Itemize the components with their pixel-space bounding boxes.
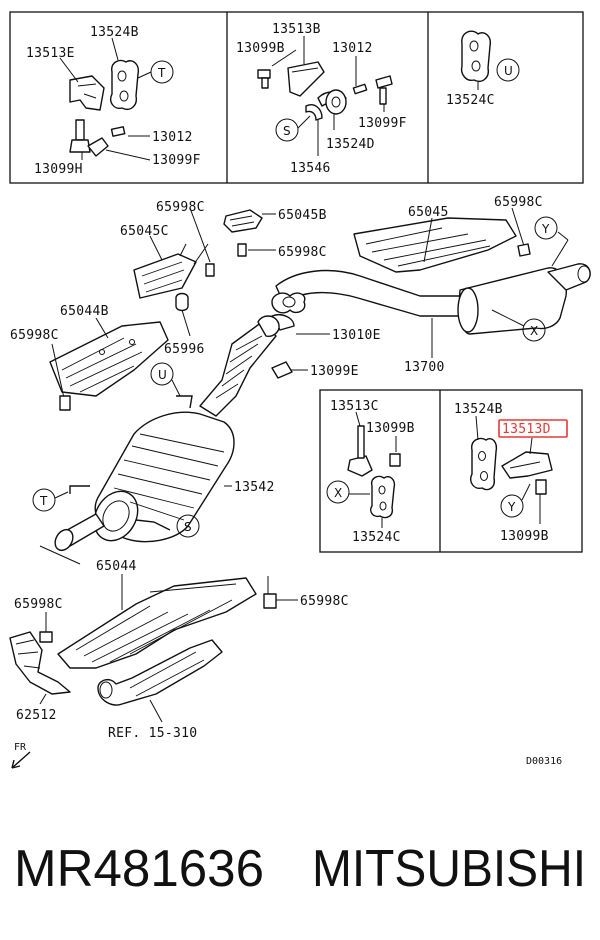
label-13099B-c: 13099B (500, 529, 549, 544)
label-65044B: 65044B (60, 304, 109, 319)
label-65998C-b: 65998C (278, 245, 327, 260)
label-13099F-a: 13099F (152, 153, 201, 168)
exhaust-parts-diagram: T 13524B 13513E 13012 13099H 13099F S (9, 11, 591, 769)
front-indicator: FR D00316 (11, 742, 562, 769)
callout-X-1: X (530, 324, 538, 338)
label-65045C: 65045C (120, 224, 169, 239)
label-65045B: 65045B (278, 208, 327, 223)
label-code: D00316 (526, 756, 562, 767)
catalytic-converter-ref: REF. 15-310 (97, 639, 223, 741)
callout-Y-1: Y (541, 222, 550, 236)
tail-pipe-13700: X Y 65045 65998C 13010E 13700 (271, 195, 591, 375)
callout-S-1: S (283, 124, 291, 138)
label-65998C-e: 65998C (300, 594, 349, 609)
label-65998C-a: 65998C (156, 200, 205, 215)
label-13524D: 13524D (326, 137, 375, 152)
top-detail-boxes (9, 11, 584, 184)
label-13010E: 13010E (332, 328, 381, 343)
label-13542: 13542 (234, 480, 275, 495)
label-13513D: 13513D (502, 422, 551, 437)
label-65998C-f: 65998C (14, 597, 63, 612)
label-13524C-a: 13524C (446, 93, 495, 108)
label-13546: 13546 (290, 161, 331, 176)
label-13012-a: 13012 (152, 130, 193, 145)
label-65996: 65996 (164, 342, 205, 357)
label-62512: 62512 (16, 708, 57, 723)
highlight-13513D (498, 419, 568, 438)
label-13513E: 13513E (26, 46, 75, 61)
heat-protector-65044B: 65044B 65998C (10, 304, 169, 411)
label-13099E: 13099E (310, 364, 359, 379)
label-13513B: 13513B (272, 22, 321, 37)
label-13524B-a: 13524B (90, 25, 139, 40)
label-13513C: 13513C (330, 399, 379, 414)
callout-U-2: U (158, 368, 167, 382)
part-number-footer: MR481636 MITSUBISHI (14, 840, 586, 898)
callout-T-2: T (39, 494, 48, 508)
protector-62512: 62512 (9, 631, 71, 723)
label-13099F-b: 13099F (358, 116, 407, 131)
heat-protector-65044: 65044 65998C 65998C (14, 559, 349, 669)
label-65998C-c: 65998C (494, 195, 543, 210)
label-13099B-a: 13099B (236, 41, 285, 56)
label-13099H: 13099H (34, 162, 83, 177)
label-ref: REF. 15-310 (108, 726, 197, 741)
callout-S-2: S (184, 520, 192, 534)
label-65998C-d: 65998C (10, 328, 59, 343)
detail-box-3: U 13524C (446, 30, 520, 108)
label-65044: 65044 (96, 559, 137, 574)
callout-U-1: U (504, 64, 513, 78)
label-13099B-b: 13099B (366, 421, 415, 436)
part-number: MR481636 (14, 840, 264, 898)
callout-Y-2: Y (507, 500, 516, 514)
callout-T-1: T (157, 66, 166, 80)
detail-box-hangers: X 13513C 13099B 13524C Y 13524B 13513D 1… (319, 389, 583, 553)
heat-protector-65045C: 65998C 65045C 65996 (120, 200, 215, 357)
brand-name: MITSUBISHI (312, 840, 586, 898)
heat-protector-65045B: 65045B 65998C (223, 208, 327, 260)
callout-X-2: X (334, 486, 342, 500)
center-muffler-13542: U T S 13542 13099E (32, 315, 359, 565)
label-13524C-b: 13524C (352, 530, 401, 545)
detail-box-2: S 13513B 13099B 13012 13099F 13524D 1354… (236, 22, 407, 176)
label-13700: 13700 (404, 360, 445, 375)
label-13524B-b: 13524B (454, 402, 503, 417)
label-fr: FR (14, 742, 27, 753)
detail-box-1: T 13524B 13513E 13012 13099H 13099F (26, 25, 201, 177)
label-13012-b: 13012 (332, 41, 373, 56)
label-65045: 65045 (408, 205, 449, 220)
